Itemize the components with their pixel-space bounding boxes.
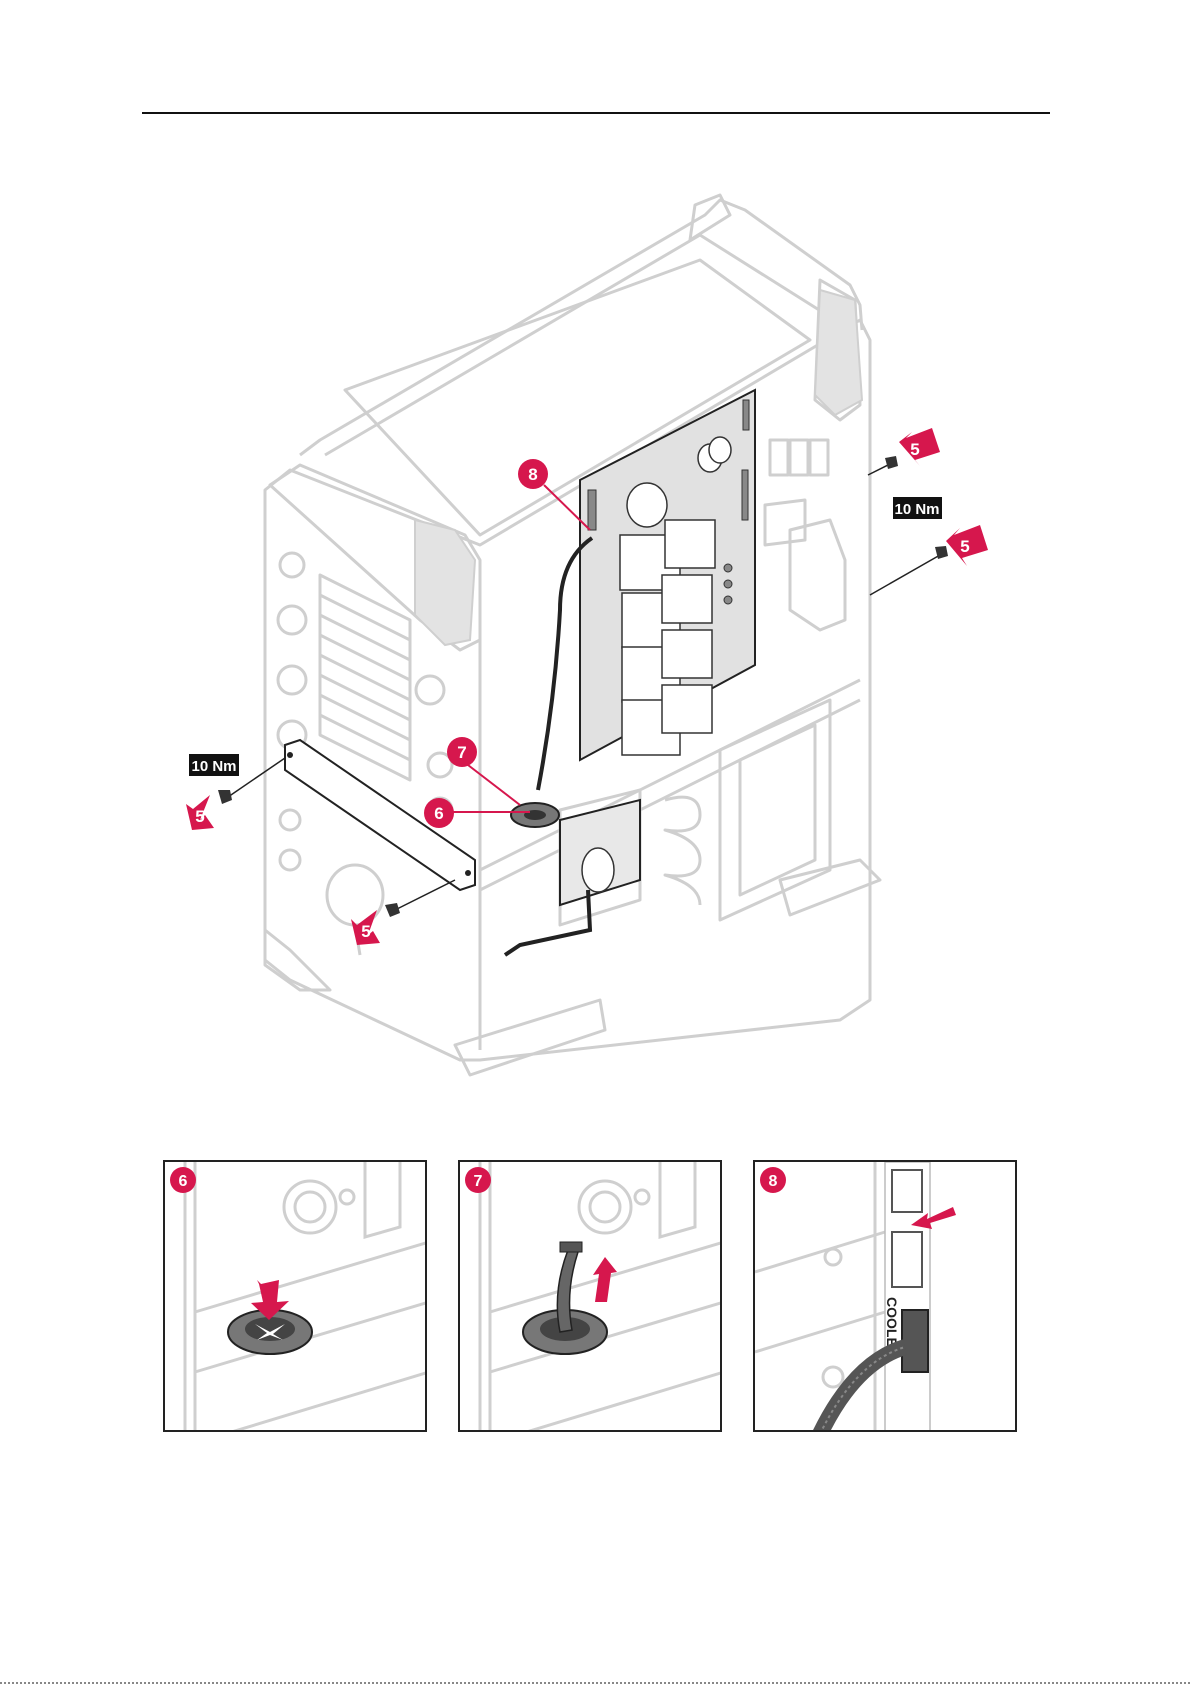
arrow-5-left: 5 — [186, 795, 214, 830]
svg-text:6: 6 — [434, 804, 443, 823]
callout-5: 5 — [910, 440, 919, 459]
screw-right-lower — [870, 546, 948, 595]
torque-label-right: 10 Nm — [893, 497, 942, 519]
svg-text:7: 7 — [457, 743, 466, 762]
screw-right-upper — [868, 456, 898, 475]
detail-panel-6: 6 — [163, 1160, 427, 1432]
circuit-board — [580, 390, 755, 760]
screw-bottom — [385, 880, 455, 917]
detail-label-6: 6 — [179, 1173, 188, 1190]
detail-panel-7: 7 — [458, 1160, 722, 1432]
callout-8: 8 — [518, 459, 548, 489]
svg-text:10 Nm: 10 Nm — [894, 501, 939, 518]
arrow-5-right-lower: 5 — [946, 525, 988, 566]
callout-6: 6 — [424, 798, 454, 828]
callout-5: 5 — [361, 922, 370, 941]
torque-label-left: 10 Nm — [189, 754, 239, 776]
arrow-5-right-upper: 5 — [899, 428, 940, 466]
svg-text:10 Nm: 10 Nm — [191, 758, 236, 775]
main-diagram: 5 5 5 5 10 Nm 10 Nm 8 — [0, 0, 1191, 1120]
callout-5: 5 — [960, 537, 969, 556]
svg-text:8: 8 — [528, 465, 537, 484]
detail-panel-8: COOLER 8 — [753, 1160, 1017, 1432]
detail-label-7: 7 — [474, 1173, 483, 1190]
bottom-rule — [0, 1682, 1191, 1684]
callout-7: 7 — [447, 737, 477, 767]
detail-label-8: 8 — [769, 1173, 778, 1190]
callout-5: 5 — [195, 807, 204, 826]
